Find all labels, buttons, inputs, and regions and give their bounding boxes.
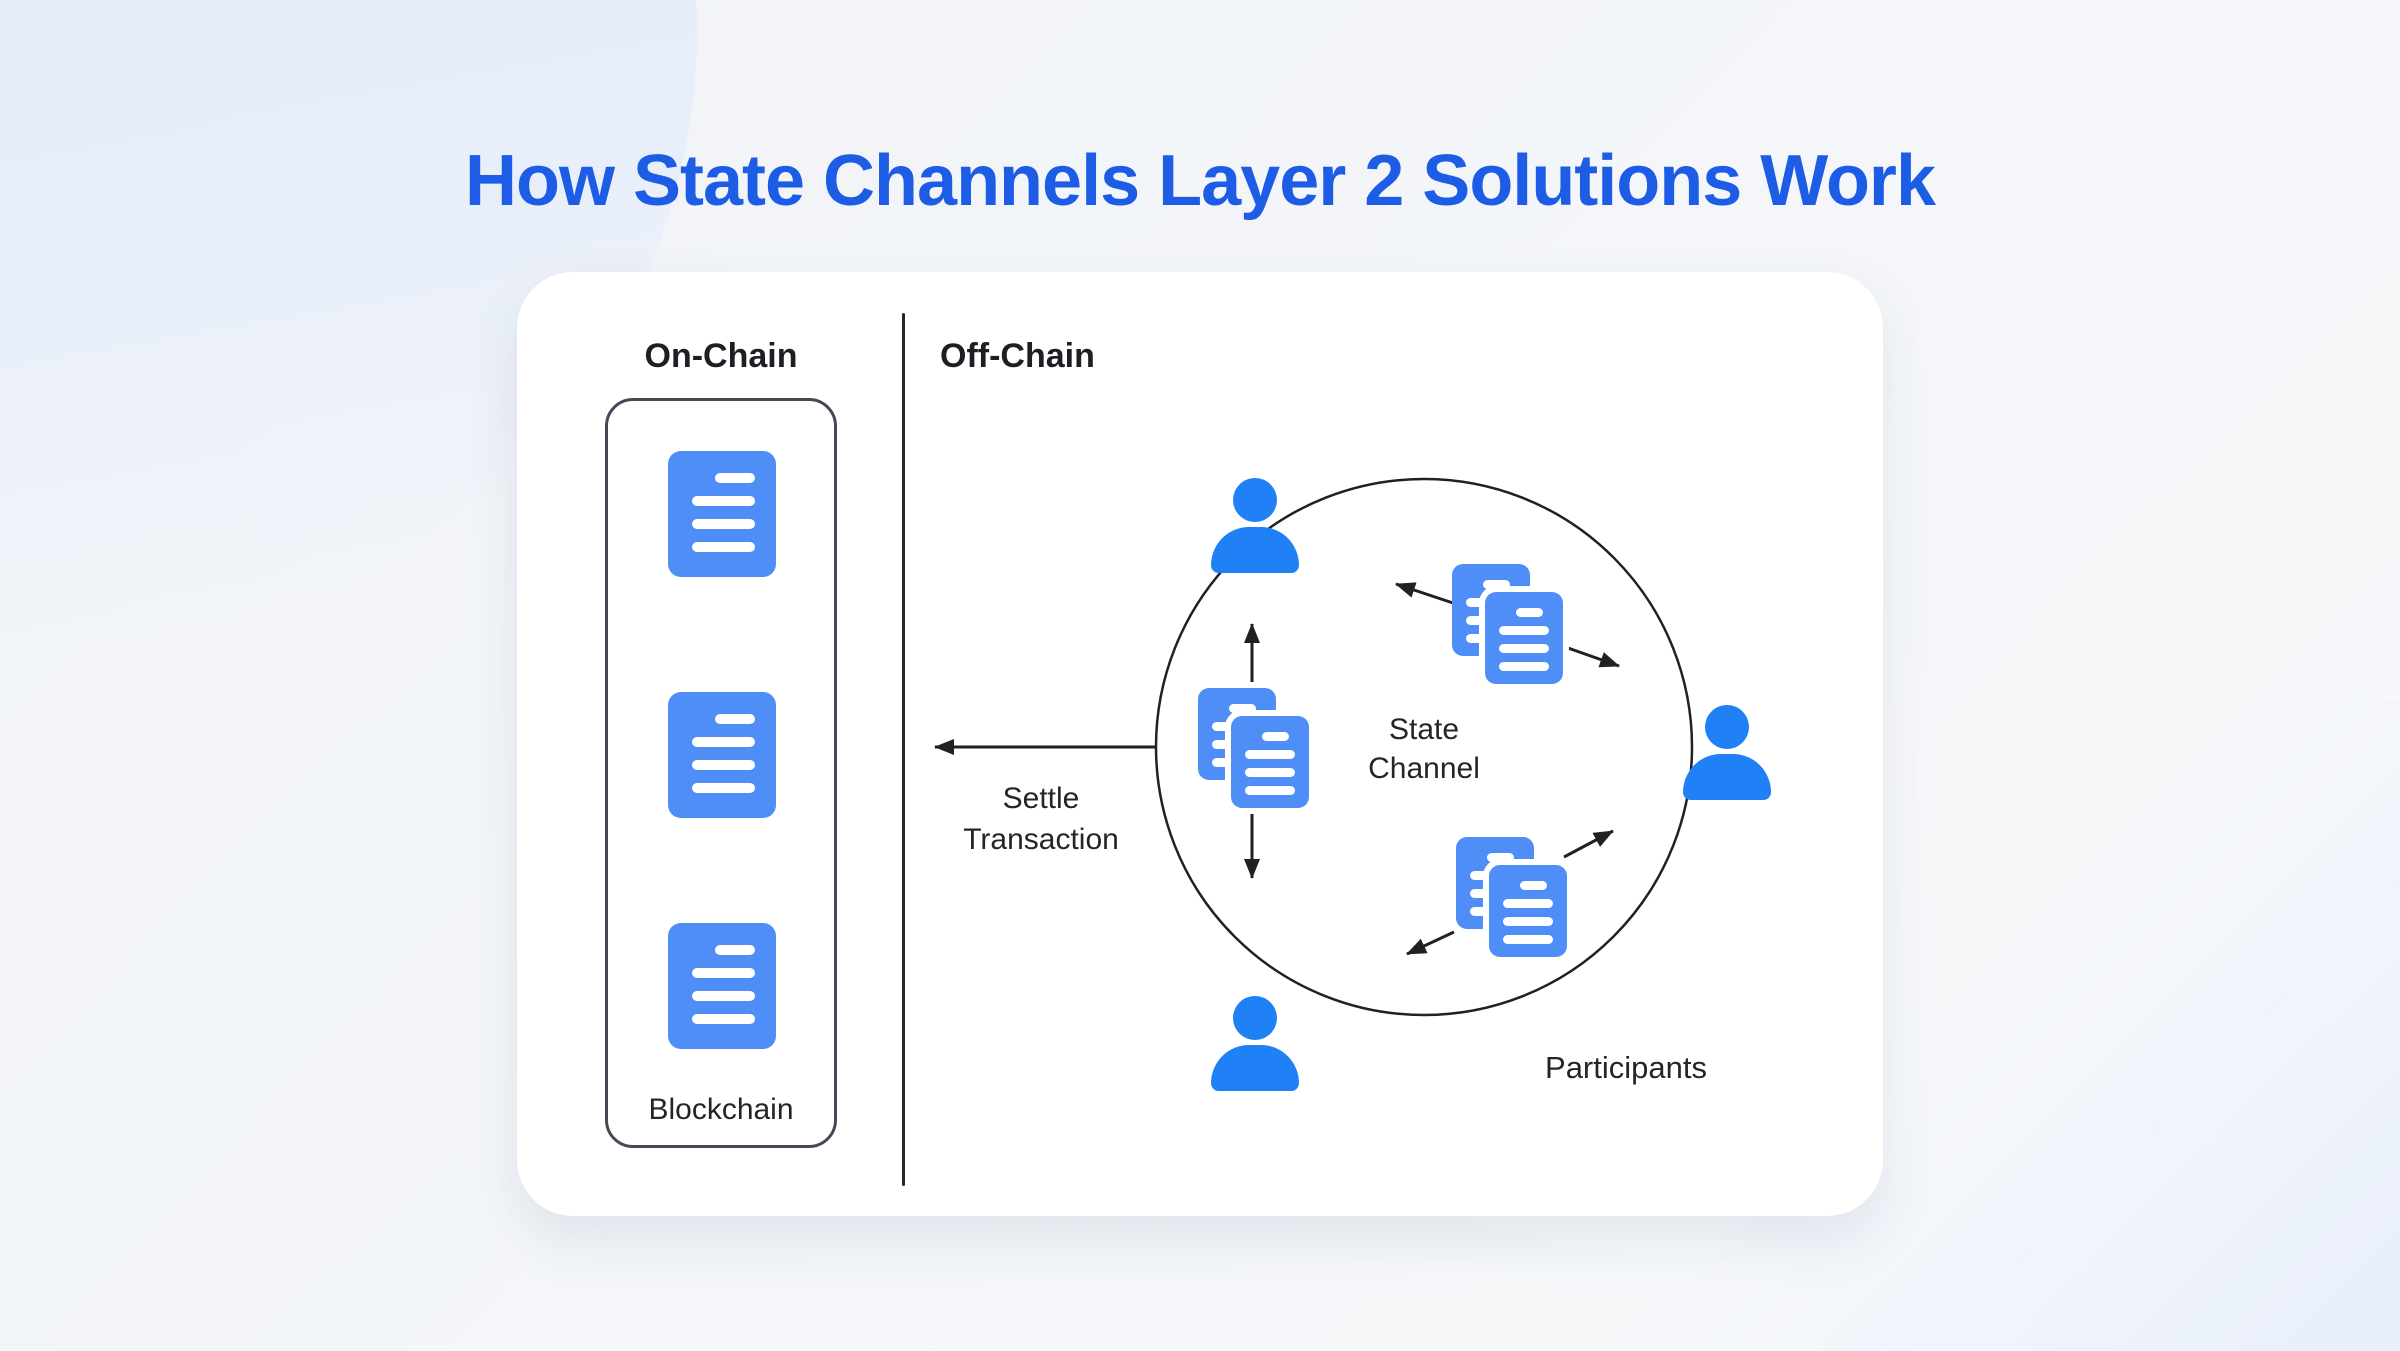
doc-line (1503, 899, 1553, 908)
doc-line (1245, 768, 1295, 777)
doc-line (1516, 608, 1543, 617)
state-channel-label-line1: State (1388, 713, 1460, 746)
person-torso (1211, 1045, 1299, 1091)
off-chain-header: Off-Chain (940, 337, 1095, 375)
blockchain-label: Blockchain (648, 1093, 794, 1126)
doc-line (1499, 662, 1549, 671)
block-document-icon (668, 692, 776, 818)
doc-line (692, 760, 755, 770)
settle-transaction-label: Settle Transaction (881, 778, 1201, 860)
doc-line (715, 945, 755, 955)
doc-line (1520, 881, 1547, 890)
arrow-exchange-lower-left (1406, 930, 1455, 956)
person-torso (1683, 754, 1771, 800)
document-icon (1231, 716, 1309, 808)
diagram-lines-layer (934, 477, 1694, 1017)
on-chain-header: On-Chain (644, 337, 798, 375)
doc-line (1245, 786, 1295, 795)
arrow-exchange-lower-right (1567, 646, 1620, 668)
doc-line (1499, 626, 1549, 635)
page-title: How State Channels Layer 2 Solutions Wor… (465, 141, 1936, 221)
block-document-icon (668, 923, 776, 1049)
doc-line (692, 968, 755, 978)
state-documents-pair-icon (1452, 564, 1563, 684)
doc-line (1245, 750, 1295, 759)
person-head (1233, 996, 1277, 1040)
person-head (1233, 478, 1277, 522)
doc-line (1503, 917, 1553, 926)
doc-line (692, 1014, 755, 1024)
doc-line (692, 737, 755, 747)
doc-line (692, 496, 755, 506)
state-documents-pair-icon (1198, 688, 1309, 808)
doc-line (692, 542, 755, 552)
document-icon (1485, 592, 1563, 684)
state-channel-label-line2: Channel (1368, 752, 1480, 785)
doc-line (1262, 732, 1289, 741)
doc-line (715, 714, 755, 724)
state-documents-pair-icon (1456, 837, 1567, 957)
arrow-exchange-upper-right (1563, 829, 1614, 859)
chain-divider-line (902, 313, 905, 1186)
person-head (1705, 705, 1749, 749)
doc-line (692, 783, 755, 793)
settle-transaction-label-line1: Settle (1002, 782, 1080, 815)
doc-line (1503, 935, 1553, 944)
doc-line (1499, 644, 1549, 653)
person-torso (1211, 527, 1299, 573)
doc-line (715, 473, 755, 483)
doc-line (1483, 580, 1510, 589)
doc-line (1229, 704, 1256, 713)
state-channel-label: State Channel (1274, 710, 1574, 788)
doc-line (1487, 853, 1514, 862)
diagram-card: On-Chain Off-Chain Blockchai (517, 272, 1883, 1216)
doc-line (692, 519, 755, 529)
doc-line (692, 991, 755, 1001)
participant-person-icon (1683, 705, 1771, 800)
participant-person-icon (1211, 478, 1299, 573)
participants-label: Participants (1545, 1050, 1707, 1085)
document-icon (1489, 865, 1567, 957)
block-document-icon (668, 451, 776, 577)
blockchain-container: Blockchain (605, 398, 837, 1148)
arrow-exchange-upper-left (1395, 582, 1454, 605)
settle-transaction-label-line2: Transaction (963, 823, 1119, 856)
participant-person-icon (1211, 996, 1299, 1091)
